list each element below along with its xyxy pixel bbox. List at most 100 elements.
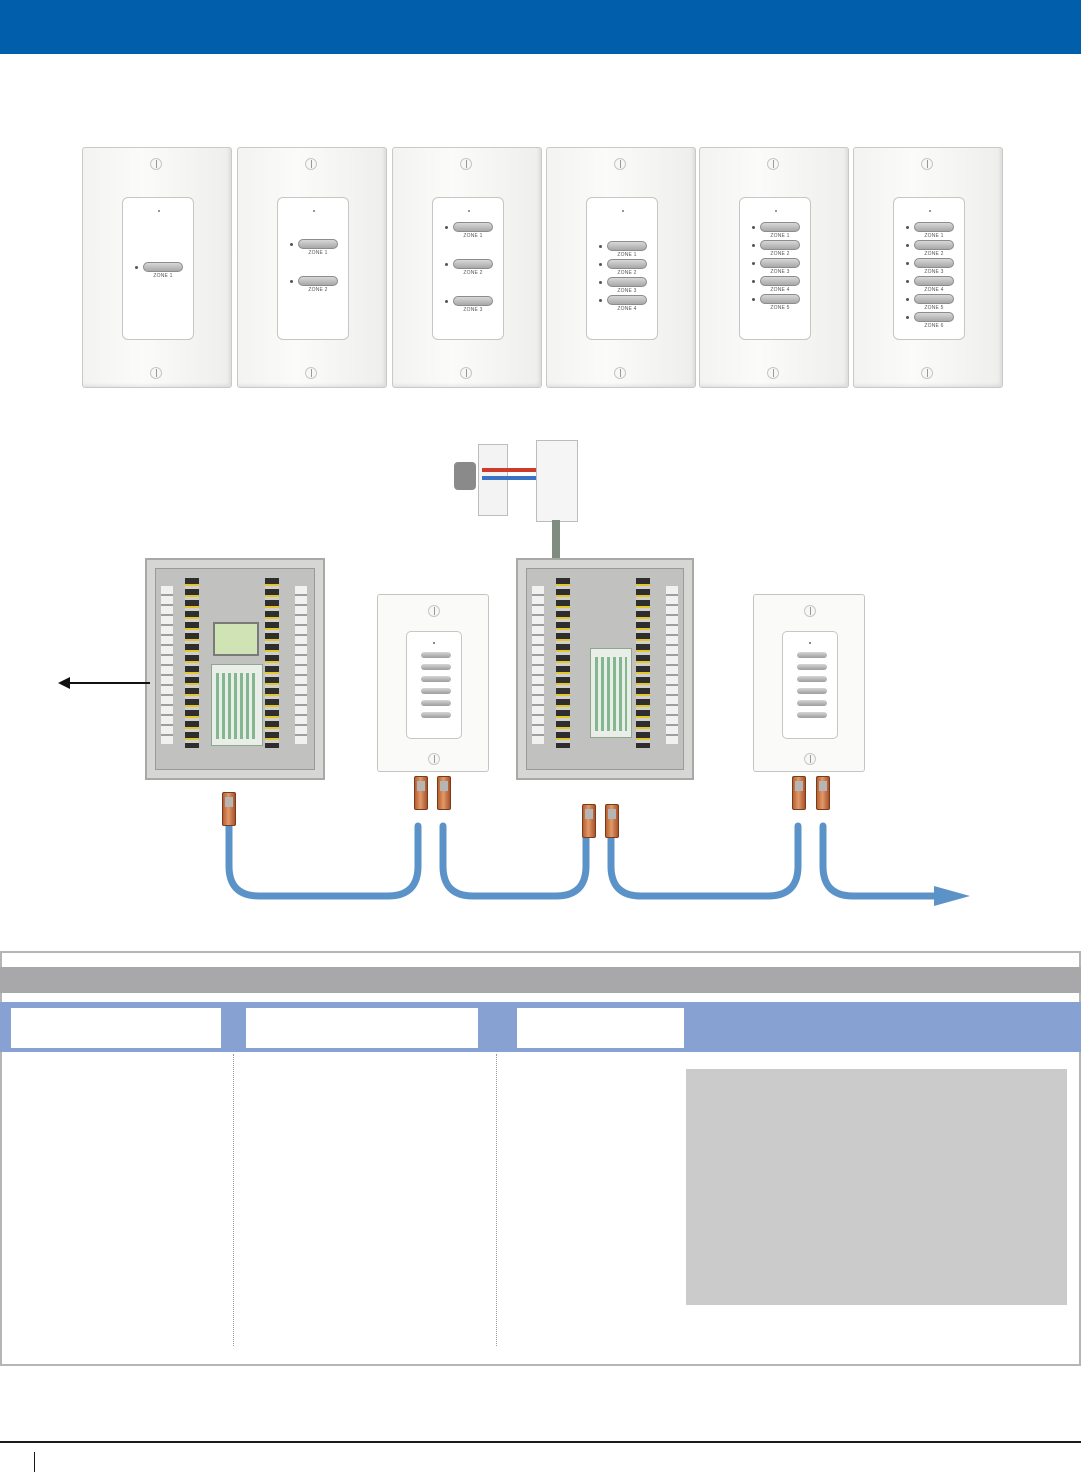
keypad-insert: ZONE 1 ZONE 2 ZONE 3 ZONE 4 ZONE 5	[739, 197, 811, 340]
screw-icon	[305, 367, 317, 379]
zone-label: ZONE 2	[617, 270, 637, 276]
zone-led-icon	[906, 226, 909, 229]
zone-button[interactable]	[914, 276, 954, 286]
zone-button-row[interactable]: ZONE 2	[740, 240, 810, 260]
screw-icon	[460, 158, 472, 170]
zone-button-row[interactable]: ZONE 1	[278, 239, 348, 259]
zone-button[interactable]	[914, 312, 954, 322]
relay-column	[265, 578, 279, 748]
zone-button-row[interactable]: ZONE 3	[433, 296, 503, 316]
footer-page-tick	[34, 1452, 35, 1472]
zone-label: ZONE 2	[924, 251, 944, 257]
zone-button[interactable]	[453, 259, 493, 269]
zone-button[interactable]	[607, 241, 647, 251]
zone-button-row[interactable]: ZONE 6	[894, 312, 964, 332]
keypad-plate-6-zone: ZONE 1 ZONE 2 ZONE 3 ZONE 4 ZONE 5	[853, 147, 1003, 388]
zone-button[interactable]	[421, 664, 451, 670]
zone-label: ZONE 5	[770, 305, 790, 311]
zone-button[interactable]	[298, 276, 338, 286]
zone-button[interactable]	[607, 259, 647, 269]
zone-button[interactable]	[298, 239, 338, 249]
zone-button[interactable]	[421, 700, 451, 706]
zone-button-row[interactable]: ZONE 1	[894, 222, 964, 242]
zone-button[interactable]	[760, 240, 800, 250]
zone-button-row[interactable]: ZONE 1	[433, 222, 503, 242]
note-box	[686, 1069, 1067, 1305]
breaker-column	[295, 586, 307, 744]
zone-button[interactable]	[760, 276, 800, 286]
zone-button-row[interactable]: ZONE 5	[740, 294, 810, 314]
zone-button-row[interactable]: ZONE 1	[587, 241, 657, 261]
zone-button-row[interactable]: ZONE 3	[740, 258, 810, 278]
cable-segment-3	[607, 822, 802, 900]
switch-knob-icon	[454, 462, 476, 490]
screw-icon	[767, 158, 779, 170]
zone-button[interactable]	[914, 294, 954, 304]
zone-button-row[interactable]: ZONE 5	[894, 294, 964, 314]
zone-button[interactable]	[760, 258, 800, 268]
zone-label: ZONE 2	[463, 270, 483, 276]
relay-column	[636, 578, 650, 748]
keypad-plates-row: ZONE 1 ZONE 1 ZONE 2	[82, 147, 1004, 390]
screw-icon	[614, 367, 626, 379]
zone-button[interactable]	[760, 294, 800, 304]
switch-box-assembly	[448, 438, 578, 558]
zone-button-row[interactable]: ZONE 2	[894, 240, 964, 260]
zone-led-icon	[906, 316, 909, 319]
zone-button-row[interactable]: ZONE 3	[894, 258, 964, 278]
zone-button[interactable]	[607, 295, 647, 305]
keypad-plate-5-zone: ZONE 1 ZONE 2 ZONE 3 ZONE 4 ZONE 5	[699, 147, 849, 388]
zone-button[interactable]	[421, 676, 451, 682]
indicator-dot	[433, 642, 435, 644]
keypad-plate-2-zone: ZONE 1 ZONE 2	[237, 147, 387, 388]
lighting-control-panel-2	[516, 558, 694, 780]
zone-button[interactable]	[914, 222, 954, 232]
zone-button-row[interactable]: ZONE 3	[587, 277, 657, 297]
zone-button-row[interactable]: ZONE 4	[894, 276, 964, 296]
zone-button[interactable]	[421, 688, 451, 694]
zone-label: ZONE 1	[924, 233, 944, 239]
zone-button-row[interactable]: ZONE 4	[740, 276, 810, 296]
zone-button-row[interactable]: ZONE 2	[587, 259, 657, 279]
keypad-insert: ZONE 1 ZONE 2 ZONE 3 ZONE 4 ZONE 5	[893, 197, 965, 340]
zone-button[interactable]	[797, 712, 827, 718]
keypad-insert: ZONE 1 ZONE 2 ZONE 3	[432, 197, 504, 340]
zone-button[interactable]	[421, 652, 451, 658]
network-cable-svg	[225, 822, 970, 906]
zone-button[interactable]	[607, 277, 647, 287]
zone-button-row[interactable]: ZONE 1	[123, 262, 193, 282]
zone-button-row[interactable]: ZONE 1	[740, 222, 810, 242]
cable-arrow-icon	[934, 886, 970, 906]
zone-button-row[interactable]: ZONE 4	[587, 295, 657, 315]
header-band	[0, 0, 1081, 54]
zone-led-icon	[599, 299, 602, 302]
zone-label: ZONE 6	[924, 323, 944, 329]
table-header-cell	[11, 1008, 221, 1048]
zone-button-row[interactable]: ZONE 2	[433, 259, 503, 279]
zone-button[interactable]	[797, 676, 827, 682]
zone-button[interactable]	[421, 712, 451, 718]
panel-lcd-display	[213, 622, 259, 656]
zone-button[interactable]	[797, 688, 827, 694]
zone-button[interactable]	[914, 258, 954, 268]
zone-led-icon	[445, 263, 448, 266]
zone-label: ZONE 3	[924, 269, 944, 275]
zone-button[interactable]	[760, 222, 800, 232]
zone-led-icon	[599, 263, 602, 266]
zone-button[interactable]	[797, 700, 827, 706]
zone-button[interactable]	[797, 664, 827, 670]
control-board	[211, 664, 263, 746]
cable-segment-1	[225, 822, 422, 900]
rj45-plug-icon	[582, 804, 596, 838]
zone-label: ZONE 1	[770, 233, 790, 239]
indicator-dot	[622, 210, 624, 212]
breaker-column	[532, 586, 544, 744]
zone-button[interactable]	[453, 296, 493, 306]
zone-button[interactable]	[143, 262, 183, 272]
zone-button[interactable]	[914, 240, 954, 250]
zone-button-row[interactable]: ZONE 2	[278, 276, 348, 296]
zone-led-icon	[752, 226, 755, 229]
zone-button[interactable]	[453, 222, 493, 232]
indicator-dot	[809, 642, 811, 644]
zone-button[interactable]	[797, 652, 827, 658]
